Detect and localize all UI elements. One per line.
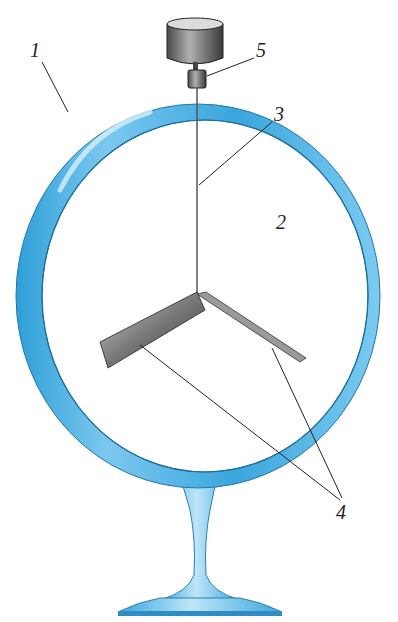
stand-base (118, 598, 282, 612)
top-cup-rim (167, 18, 223, 30)
ring-inner-edge (42, 120, 368, 472)
suspension-wire (196, 88, 198, 296)
ring-highlight (60, 112, 150, 190)
callout-number: 3 (274, 104, 284, 124)
callout-number: 1 (30, 40, 40, 60)
leader-line (42, 62, 68, 112)
leader-line (140, 345, 340, 500)
vane-left (100, 292, 205, 368)
leader-line (199, 122, 272, 185)
callout-number: 5 (256, 40, 266, 60)
leader-line (207, 58, 254, 76)
cup-stem (193, 62, 198, 70)
stand-post (160, 486, 240, 600)
leader-line (272, 348, 342, 498)
ring-band (16, 104, 380, 488)
suspension-head (188, 70, 206, 88)
callout-number: 4 (336, 502, 346, 522)
callout-number: 2 (276, 212, 286, 232)
vane-right (197, 292, 306, 362)
stand-base-edge (118, 611, 282, 616)
